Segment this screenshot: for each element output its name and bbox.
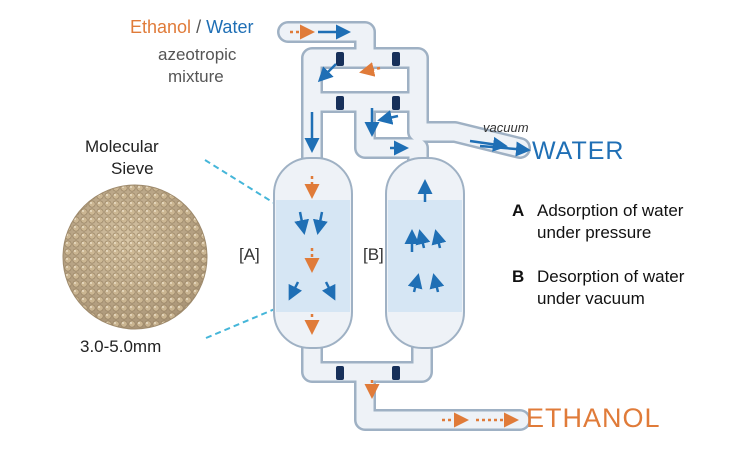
inlet-subtitle-1: azeotropic bbox=[158, 45, 237, 64]
column-b-label: [B] bbox=[363, 245, 384, 264]
legend-b-line2: under vacuum bbox=[537, 289, 645, 308]
column-a-label: [A] bbox=[239, 245, 260, 264]
molecular-sieve-image bbox=[62, 184, 208, 330]
inlet-label: Ethanol / Water bbox=[130, 18, 253, 36]
inlet-separator: / bbox=[196, 17, 202, 37]
column-b bbox=[385, 157, 465, 349]
sieve-callout-bottom bbox=[205, 305, 283, 339]
legend-a-line1: Adsorption of water bbox=[537, 201, 684, 220]
inlet-water-text: Water bbox=[206, 17, 254, 37]
sieve-title-2: Sieve bbox=[111, 159, 154, 178]
water-outlet-arrow bbox=[479, 141, 531, 157]
column-a bbox=[273, 157, 353, 349]
legend-a-key: A bbox=[512, 201, 525, 220]
valve-icon bbox=[336, 52, 400, 380]
inlet-subtitle-2: mixture bbox=[168, 67, 224, 86]
arrow-icon bbox=[288, 24, 508, 301]
sieve-callout-top bbox=[204, 159, 283, 209]
legend-b-key: B bbox=[512, 267, 525, 286]
sieve-size: 3.0-5.0mm bbox=[80, 337, 162, 356]
vacuum-label: vacuum bbox=[483, 120, 529, 135]
inlet-ethanol-text: Ethanol bbox=[130, 17, 192, 37]
water-outlet-label: WATER bbox=[532, 137, 625, 165]
legend-a-line2: under pressure bbox=[537, 223, 652, 242]
sieve-title-1: Molecular bbox=[85, 137, 159, 156]
ethanol-outlet-label: ETHANOL bbox=[526, 403, 661, 433]
legend-b-line1: Desorption of water bbox=[537, 267, 685, 286]
dotted-arrow-icon bbox=[290, 24, 469, 428]
